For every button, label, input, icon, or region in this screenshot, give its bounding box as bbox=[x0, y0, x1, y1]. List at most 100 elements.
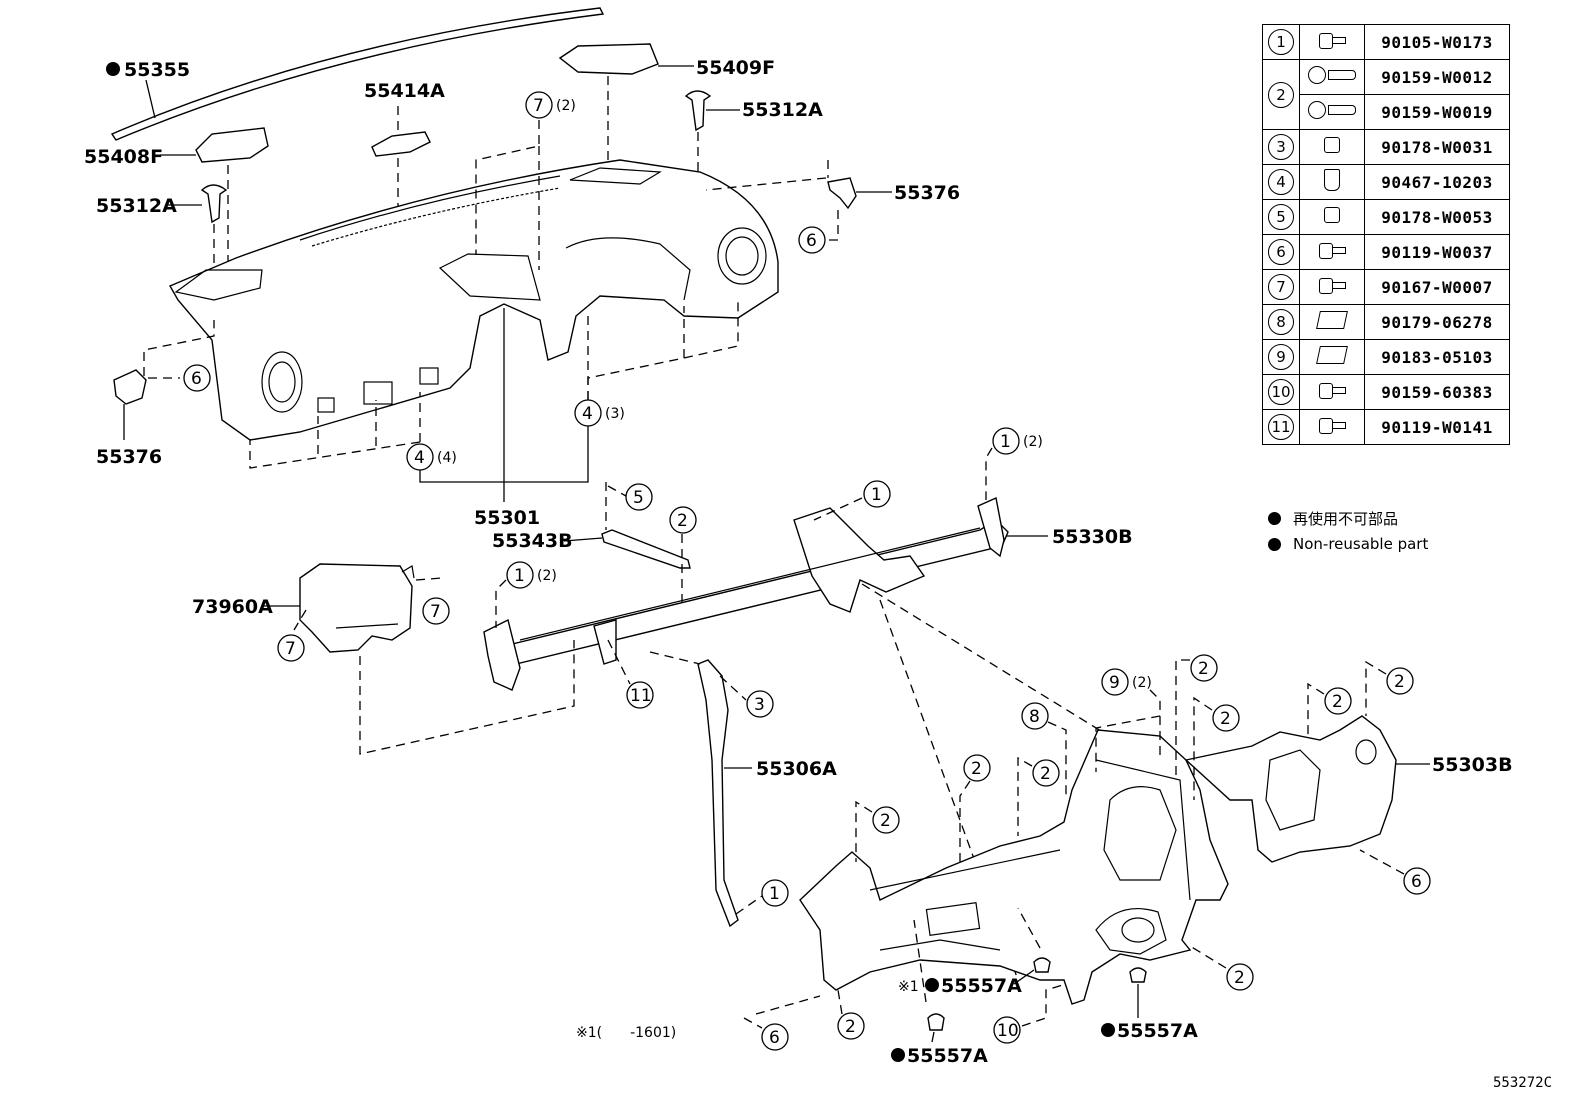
illustration-code: 553272C bbox=[1493, 1075, 1553, 1091]
grommet-55557A-a: ※1 55557A bbox=[898, 907, 1051, 997]
strap-55343B: 55343B bbox=[492, 482, 691, 606]
svg-text:6: 6 bbox=[806, 231, 817, 251]
callout-1-top: 1 bbox=[813, 480, 891, 521]
table-row: 3 90178-W0031 bbox=[1262, 129, 1510, 165]
non-reusable-dot bbox=[891, 1048, 905, 1062]
part-number: 90178-W0031 bbox=[1364, 129, 1510, 165]
u-nut-icon bbox=[1316, 346, 1348, 364]
svg-text:2: 2 bbox=[971, 759, 982, 779]
row-number: 6 bbox=[1268, 239, 1294, 265]
grommet-55557A-b: 55557A bbox=[891, 919, 988, 1067]
airbag-73960A: 73960A bbox=[192, 563, 575, 755]
table-row: 6 90119-W0037 bbox=[1262, 234, 1510, 270]
label-55557A-c: 55557A bbox=[1117, 1020, 1198, 1042]
vent-55414A: 55414A bbox=[364, 80, 445, 210]
callout-6-right: 6 bbox=[798, 226, 826, 254]
svg-text:2: 2 bbox=[880, 811, 891, 831]
svg-text:2: 2 bbox=[677, 511, 688, 531]
legend-text-jp: 再使用不可部品 bbox=[1293, 509, 1399, 528]
table-row: 4 90467-10203 bbox=[1262, 164, 1510, 200]
svg-text:6: 6 bbox=[1411, 872, 1422, 892]
svg-text:6: 6 bbox=[769, 1028, 780, 1048]
label-55355: 55355 bbox=[124, 59, 190, 81]
label-55557A-a: 55557A bbox=[941, 975, 1022, 997]
row-number: 4 bbox=[1268, 169, 1294, 195]
row-number: 3 bbox=[1268, 134, 1294, 160]
callout-2-c: 2 bbox=[1307, 682, 1352, 740]
label-55409F: 55409F bbox=[696, 57, 775, 79]
callout-11: 11 bbox=[607, 639, 654, 709]
callout-2-d: 2 bbox=[1365, 660, 1414, 716]
bolt-icon bbox=[1317, 417, 1347, 434]
row-number: 10 bbox=[1268, 379, 1294, 405]
callout-10: 10 bbox=[993, 983, 1067, 1044]
row-number: 5 bbox=[1268, 204, 1294, 230]
svg-text:(3): (3) bbox=[605, 406, 625, 422]
footnote: ※1( -1601) bbox=[576, 1025, 676, 1041]
moulding-55355: 55355 bbox=[106, 7, 605, 141]
clip-55312A-top: 55312A bbox=[684, 90, 823, 182]
part-number: 90119-W0141 bbox=[1364, 409, 1510, 445]
non-reusable-dot bbox=[1268, 511, 1281, 525]
label-55312A-top: 55312A bbox=[742, 99, 823, 121]
label-55306A: 55306A bbox=[756, 758, 837, 780]
callout-6-bottom: 6 bbox=[743, 995, 821, 1051]
svg-text:8: 8 bbox=[1029, 707, 1040, 727]
legend-row-jp: 再使用不可部品 bbox=[1268, 505, 1428, 531]
svg-text:3: 3 bbox=[754, 695, 765, 715]
callout-2-b: 2 bbox=[1193, 696, 1240, 800]
callout-1-qty2-right: 1 (2) bbox=[985, 427, 1043, 500]
part-number: 90159-W0019 bbox=[1364, 94, 1510, 130]
nut-icon bbox=[1324, 137, 1340, 153]
callout-7-b: 7 bbox=[277, 634, 305, 662]
svg-text:7: 7 bbox=[430, 602, 441, 622]
screw-icon bbox=[1308, 66, 1356, 84]
table-row: 2 90159-W0012 bbox=[1262, 59, 1510, 130]
callout-6-bracket: 6 bbox=[1359, 849, 1431, 895]
svg-text:6: 6 bbox=[191, 369, 202, 389]
non-reusable-dot bbox=[1268, 537, 1281, 551]
table-row: 90159-W0019 bbox=[1263, 94, 1510, 130]
table-row: 11 90119-W0141 bbox=[1262, 409, 1510, 445]
svg-text:2: 2 bbox=[1332, 692, 1343, 712]
table-row: 10 90159-60383 bbox=[1262, 374, 1510, 410]
part-number: 90119-W0037 bbox=[1364, 234, 1510, 270]
bolt-icon bbox=[1317, 242, 1347, 259]
part-number: 90159-W0012 bbox=[1364, 59, 1510, 95]
svg-text:2: 2 bbox=[1198, 659, 1209, 679]
bolt-icon bbox=[1317, 32, 1347, 49]
svg-text:(4): (4) bbox=[437, 450, 457, 466]
bracket-55376-left: 55376 bbox=[96, 320, 215, 468]
svg-text:1: 1 bbox=[1000, 432, 1011, 452]
legend: 再使用不可部品 Non-reusable part bbox=[1268, 505, 1428, 557]
instrument-panel-55301: 55301 bbox=[169, 159, 779, 529]
svg-text:1: 1 bbox=[769, 884, 780, 904]
part-number: 90467-10203 bbox=[1364, 164, 1510, 200]
callout-4-qty4: 4 (4) bbox=[249, 392, 457, 471]
row-number: 11 bbox=[1268, 414, 1294, 440]
part-number: 90178-W0053 bbox=[1364, 199, 1510, 235]
callout-2-e: 2 bbox=[1017, 756, 1060, 836]
row-number: 1 bbox=[1268, 29, 1294, 55]
label-73960A: 73960A bbox=[192, 596, 273, 618]
bolt-icon bbox=[1317, 277, 1347, 294]
callout-1-qty2-left: 1 (2) bbox=[495, 561, 557, 628]
label-55343B: 55343B bbox=[492, 530, 573, 552]
u-nut-icon bbox=[1316, 311, 1348, 329]
callout-3: 3 bbox=[746, 690, 774, 718]
cover-55409F: 55409F bbox=[558, 43, 775, 165]
svg-text:(2): (2) bbox=[537, 568, 557, 584]
label-55408F: 55408F bbox=[84, 146, 163, 168]
label-55312A-left: 55312A bbox=[96, 195, 177, 217]
part-number: 90179-06278 bbox=[1364, 304, 1510, 340]
svg-text:7: 7 bbox=[533, 96, 544, 116]
svg-text:4: 4 bbox=[582, 404, 593, 424]
legend-row-en: Non-reusable part bbox=[1268, 531, 1428, 557]
row-number: 2 bbox=[1268, 81, 1294, 108]
row-number: 9 bbox=[1268, 344, 1294, 370]
svg-text:9: 9 bbox=[1109, 673, 1120, 693]
part-number: 90105-W0173 bbox=[1364, 24, 1510, 60]
svg-text:(2): (2) bbox=[556, 98, 576, 114]
non-reusable-dot bbox=[106, 62, 120, 76]
clip-icon bbox=[1324, 169, 1340, 191]
